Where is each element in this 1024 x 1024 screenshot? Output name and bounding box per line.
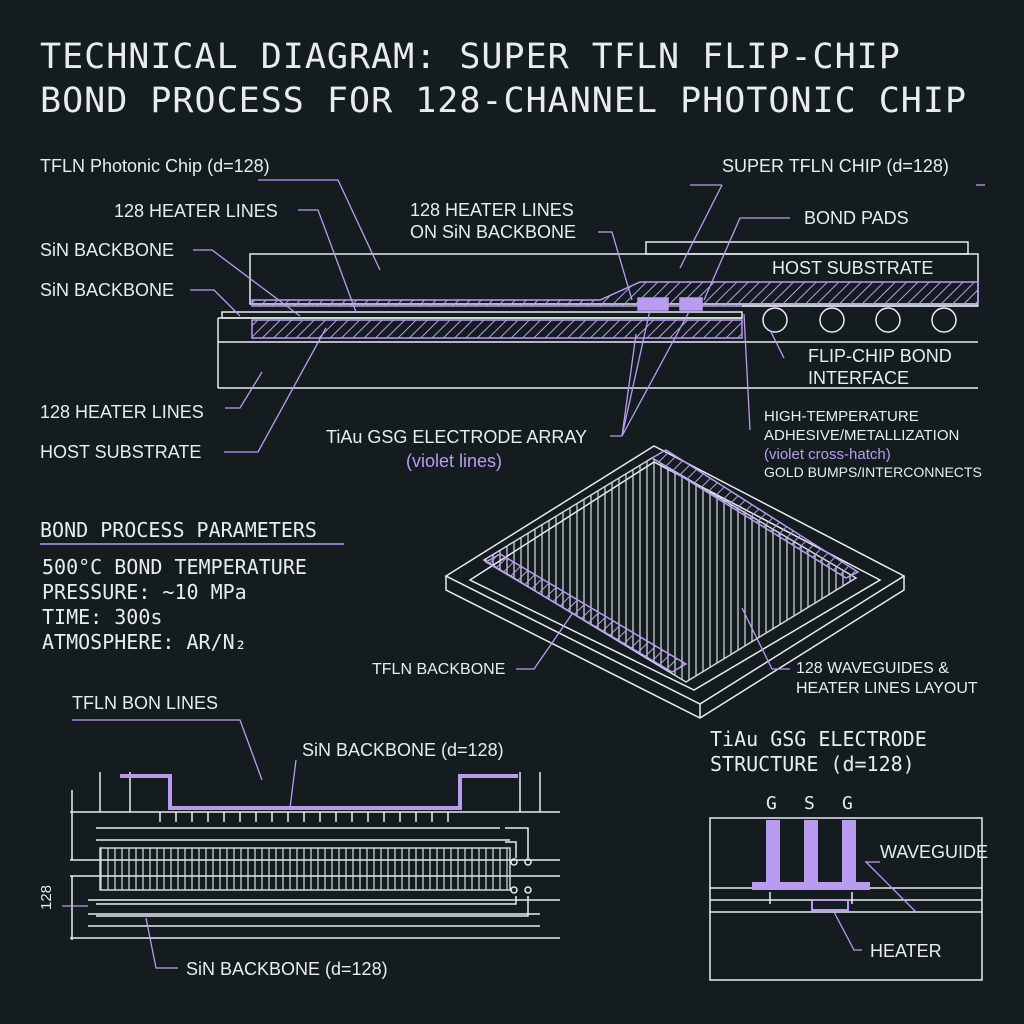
label-heater-lines-left: 128 HEATER LINES <box>114 201 278 221</box>
label-electrode-note: (violet lines) <box>406 451 503 471</box>
gsg-leaders <box>833 861 917 951</box>
iso-leaders <box>516 607 790 670</box>
gsg-label-g2: G <box>842 793 853 814</box>
label-sin-backbone-1: SiN BACKBONE <box>40 240 175 260</box>
gsg-title-1: TiAu GSG ELECTRODE <box>710 727 927 751</box>
label-bon-lines: TFLN BON LINES <box>72 693 219 713</box>
gsg-frame <box>709 817 983 981</box>
gold-bump <box>819 307 845 333</box>
gsg-label-g1: G <box>766 793 777 814</box>
electrode-g1 <box>766 820 780 882</box>
param-atmosphere: ATMOSPHERE: AR/N₂ <box>42 630 247 654</box>
gsg-heater <box>811 899 849 911</box>
label-sin-backbone-2: SiN BACKBONE <box>40 280 175 300</box>
label-tfln-chip: TFLN Photonic Chip (d=128) <box>40 156 270 176</box>
diagram-title-line1: TECHNICAL DIAGRAM: SUPER TFLN FLIP-CHIP <box>40 37 901 77</box>
gsg-title-2: STRUCTURE (d=128) <box>710 752 915 776</box>
bon-lines-profile <box>120 774 518 810</box>
electrode-s-foot <box>790 882 830 890</box>
label-bond-pads: BOND PADS <box>804 208 909 228</box>
electrode-g1-foot <box>752 882 792 890</box>
bottom-left-leaders <box>62 719 297 969</box>
label-host-substrate-top: HOST SUBSTRATE <box>772 258 934 278</box>
gsg-electrodes <box>752 820 870 890</box>
gold-bump <box>875 307 901 333</box>
iso-view-drawing <box>444 445 906 719</box>
param-temperature: 500°C BOND TEMPERATURE <box>42 555 307 579</box>
param-time: TIME: 300s <box>42 605 163 629</box>
bl-waveguide-field <box>99 847 511 891</box>
label-heater-lines-lower: 128 HEATER LINES <box>40 402 204 422</box>
label-adhesive-2: ADHESIVE/METALLIZATION <box>764 427 960 444</box>
label-electrode-array: TiAu GSG ELECTRODE ARRAY <box>326 427 588 447</box>
diagram-title-line2: BOND PROCESS FOR 128-CHANNEL PHOTONIC CH… <box>40 81 968 121</box>
label-adhesive-4: GOLD BUMPS/INTERCONNECTS <box>764 464 982 480</box>
electrode-g2 <box>842 820 856 882</box>
label-waveguide: WAVEGUIDE <box>880 842 989 862</box>
lower-heater-hatch <box>251 319 743 339</box>
iso-top-strip <box>650 449 860 579</box>
iso-backbone-strip <box>484 553 688 673</box>
label-sin-bottom: SiN BACKBONE (d=128) <box>186 959 388 979</box>
super-chip-step <box>645 241 969 255</box>
label-heater-on-sin-1: 128 HEATER LINES <box>410 200 574 220</box>
label-sin-top: SiN BACKBONE (d=128) <box>302 740 504 760</box>
gold-bump <box>931 307 957 333</box>
label-channel-count: 128 <box>38 884 55 910</box>
sin-layer-line <box>221 311 743 319</box>
bond-pad-2 <box>679 297 703 311</box>
label-adhesive-1: HIGH-TEMPERATURE <box>764 408 919 425</box>
label-heater-on-sin-2: ON SiN BACKBONE <box>410 222 577 242</box>
label-tfln-backbone: TFLN BACKBONE <box>372 661 506 678</box>
bottom-left-drawing <box>70 772 560 940</box>
heater-layer-hatch <box>251 281 979 307</box>
label-host-substrate-lower: HOST SUBSTRATE <box>40 442 202 462</box>
cross-section-leaders <box>190 179 985 453</box>
label-adhesive-3: (violet cross-hatch) <box>764 446 891 463</box>
label-super-chip: SUPER TFLN CHIP (d=128) <box>722 156 949 176</box>
host-substrate <box>217 317 978 389</box>
electrode-s <box>804 820 818 882</box>
gsg-label-s: S <box>804 793 815 814</box>
label-layout-1: 128 WAVEGUIDES & <box>796 660 949 677</box>
param-pressure: PRESSURE: ~10 MPa <box>42 580 247 604</box>
label-layout-2: HEATER LINES LAYOUT <box>796 680 978 697</box>
iso-waveguide-field <box>482 457 858 683</box>
bond-pad-1 <box>637 297 669 311</box>
label-flip-chip-1: FLIP-CHIP BOND <box>808 346 952 366</box>
gold-bump <box>762 307 788 333</box>
cross-section-drawing <box>217 241 979 389</box>
label-heater: HEATER <box>870 941 942 961</box>
params-heading: BOND PROCESS PARAMETERS <box>40 518 317 542</box>
label-flip-chip-2: INTERFACE <box>808 368 910 388</box>
electrode-g2-foot <box>830 882 870 890</box>
